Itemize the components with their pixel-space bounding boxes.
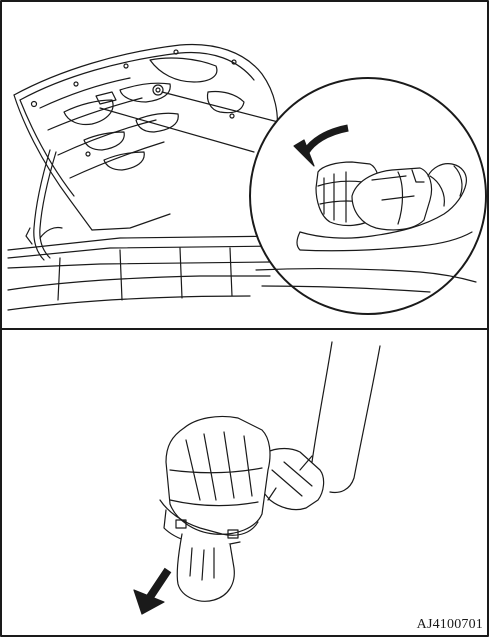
figure-reference-code: AJ4100701 (417, 617, 483, 633)
trunk-body (8, 227, 290, 310)
bulb-socket (160, 416, 270, 546)
detail-circle (250, 78, 486, 314)
upper-panel (8, 44, 486, 314)
lower-panel (134, 342, 380, 614)
wedge-bulb (177, 534, 234, 601)
leader-line-upper (162, 92, 286, 124)
down-left-arrow-icon (134, 570, 168, 614)
